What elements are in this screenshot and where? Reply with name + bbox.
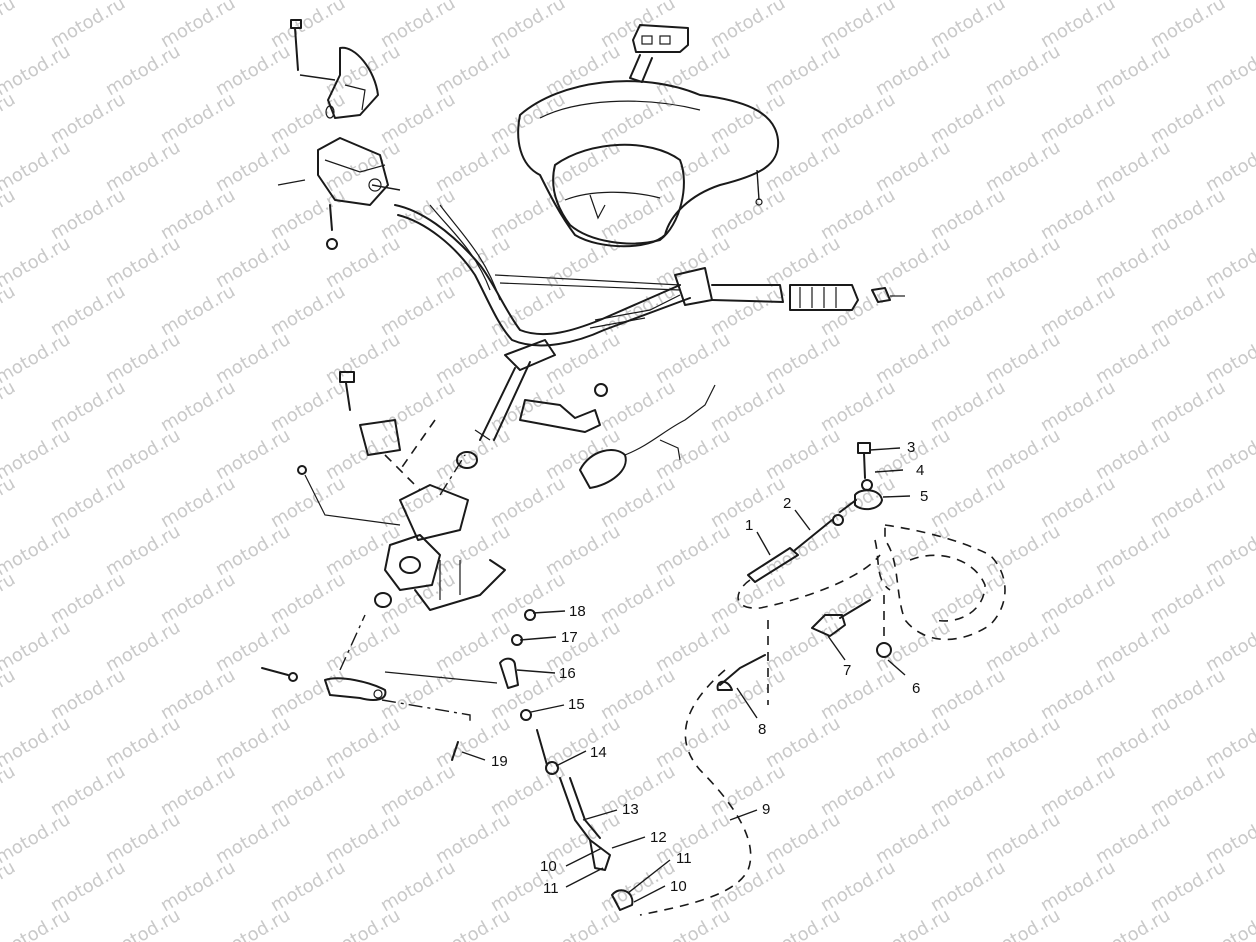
watermark-text: motod.ru [1202, 521, 1256, 580]
callout-4: 4 [916, 462, 924, 479]
callout-6: 6 [912, 680, 920, 697]
watermark-text: motod.ru [0, 665, 19, 724]
watermark-text: motod.ru [1202, 809, 1256, 868]
watermark-text: motod.ru [762, 905, 844, 942]
upper-bracket [290, 19, 379, 119]
callout-13: 13 [622, 801, 639, 818]
watermark-text: motod.ru [0, 809, 74, 868]
callout-10-left: 10 [540, 858, 557, 875]
watermark-text: motod.ru [0, 473, 19, 532]
callout-14: 14 [590, 744, 607, 761]
callout-15: 15 [568, 696, 585, 713]
control-housing [277, 137, 401, 250]
right-cable-group [716, 442, 892, 705]
center-clip [519, 383, 608, 433]
watermark-text: motod.ru [212, 905, 294, 942]
watermark-text: motod.ru [872, 905, 954, 942]
callout-8: 8 [758, 721, 766, 738]
callout-17: 17 [561, 629, 578, 646]
watermark-text: motod.ru [0, 41, 74, 100]
watermark-text: motod.ru [1202, 713, 1256, 772]
watermark-text: motod.ru [0, 905, 74, 942]
watermark-text: motod.ru [1202, 329, 1256, 388]
watermark-text: motod.ru [102, 905, 184, 942]
callout-9: 9 [762, 801, 770, 818]
watermark-text: motod.ru [0, 185, 19, 244]
steering-mount [297, 465, 506, 611]
callout-16: 16 [559, 665, 576, 682]
callout-11-right: 11 [676, 850, 692, 867]
callout-leaders [461, 447, 911, 903]
watermark-text: motod.ru [0, 617, 74, 676]
watermark-text: motod.ru [542, 905, 624, 942]
steering-arm [261, 667, 498, 761]
watermark-text: motod.ru [0, 137, 74, 196]
callout-5: 5 [920, 488, 928, 505]
watermark-text: motod.ru [0, 761, 19, 820]
watermark-text: motod.ru [1202, 617, 1256, 676]
watermark-text: motod.ru [0, 89, 19, 148]
steering-post [456, 339, 556, 469]
callout-12: 12 [650, 829, 667, 846]
routing-line-9 [639, 669, 752, 916]
callout-10-right: 10 [670, 878, 687, 895]
watermark-text: motod.ru [0, 329, 74, 388]
callout-11-left: 11 [543, 880, 559, 897]
watermark-text: motod.ru [322, 905, 404, 942]
callout-1: 1 [745, 517, 753, 534]
watermark-text: motod.ru [0, 425, 74, 484]
watermark-text: motod.ru [1202, 233, 1256, 292]
watermark-text: motod.ru [0, 521, 74, 580]
top-switch [629, 24, 689, 83]
watermark-text: motod.ru [0, 713, 74, 772]
callout-3: 3 [907, 439, 915, 456]
left-bolt-plate [339, 371, 421, 491]
callout-19: 19 [491, 753, 508, 770]
tether-cord [579, 384, 716, 489]
watermark-text: motod.ru [0, 377, 19, 436]
routing-line-1 [737, 554, 881, 609]
watermark-text: motod.ru [1092, 905, 1174, 942]
callout-labels: 1 2 3 4 5 6 7 8 9 10 10 11 11 12 13 14 1… [491, 439, 928, 897]
watermark-text: motod.ru [432, 905, 514, 942]
callout-2: 2 [783, 495, 791, 512]
watermark-text: motod.ru [982, 905, 1064, 942]
watermark-text: motod.ru [1202, 425, 1256, 484]
watermark-text: motod.ru [0, 569, 19, 628]
linkage-parts-15-18 [499, 609, 536, 721]
watermark-text: motod.ru [1202, 41, 1256, 100]
watermark-text: motod.ru [0, 281, 19, 340]
watermark-text: motod.ru [0, 233, 74, 292]
watermark-text: motod.ru [0, 857, 19, 916]
watermark-text: motod.ru [1202, 137, 1256, 196]
handlebar-cover [517, 80, 780, 248]
callout-7: 7 [843, 662, 851, 679]
watermark-text: motod.ru [1202, 905, 1256, 942]
engine-outline [874, 524, 1006, 641]
handlebar [394, 204, 905, 347]
callout-18: 18 [569, 603, 586, 620]
watermark-text: motod.ru [0, 0, 19, 52]
